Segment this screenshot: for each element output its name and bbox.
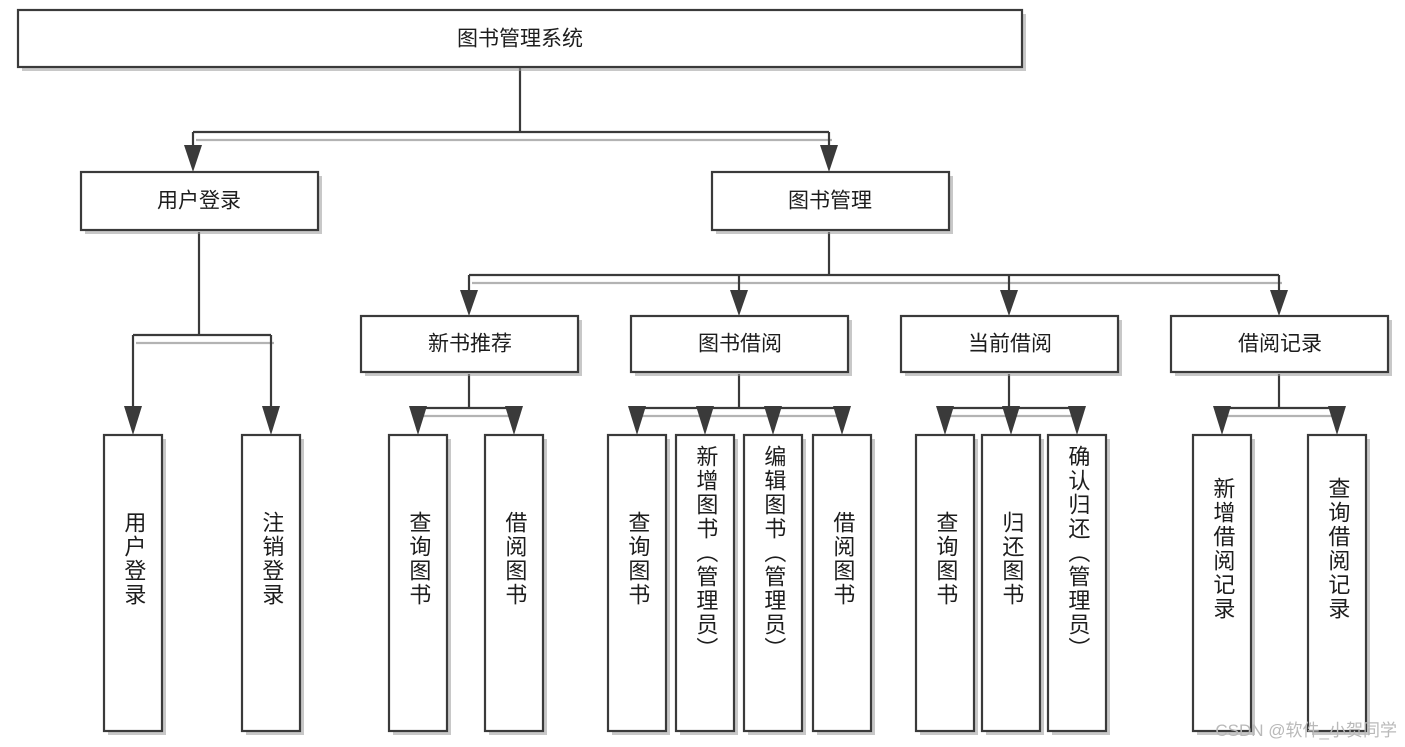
arrow-to-leaf-query-book-1: [409, 406, 427, 435]
node-leaf-return-book[interactable]: [980, 433, 1044, 735]
arrow-to-leaf-borrow-book-1: [505, 406, 523, 435]
arrow-to-current-borrow: [1000, 290, 1018, 316]
node-current-borrow-label: 当前借阅: [968, 333, 1052, 356]
connectors-root-to-level2: [184, 67, 838, 172]
node-book-borrow-label: 图书借阅: [698, 333, 782, 356]
node-leaf-logout[interactable]: [240, 433, 304, 735]
node-leaf-query-record[interactable]: [1306, 433, 1370, 735]
node-root-label: 图书管理系统: [457, 28, 583, 51]
node-current-borrow[interactable]: 当前借阅: [899, 314, 1122, 376]
node-leaf-add-book[interactable]: [674, 433, 738, 735]
node-leaf-add-record[interactable]: [1191, 433, 1255, 735]
arrow-to-book-manage: [820, 145, 838, 172]
leaf-boxes: [102, 433, 1370, 735]
node-leaf-borrow-book-1[interactable]: [483, 433, 547, 735]
node-new-book-rec[interactable]: 新书推荐: [359, 314, 582, 376]
arrow-to-leaf-user-login: [124, 406, 142, 435]
node-book-manage-label: 图书管理: [788, 190, 872, 213]
node-borrow-record[interactable]: 借阅记录: [1169, 314, 1392, 376]
arrow-to-borrow-record: [1270, 290, 1288, 316]
node-leaf-query-book-2[interactable]: [606, 433, 670, 735]
node-user-login-label: 用户登录: [157, 190, 241, 213]
arrow-to-leaf-logout: [262, 406, 280, 435]
arrow-to-leaf-return-book: [1002, 406, 1020, 435]
arrow-to-leaf-query-book-3: [936, 406, 954, 435]
arrow-to-leaf-query-record: [1328, 406, 1346, 435]
connectors-book-manage-to-level3: [460, 232, 1288, 316]
arrow-to-leaf-borrow-book-2: [833, 406, 851, 435]
node-leaf-borrow-book-2[interactable]: [811, 433, 875, 735]
node-book-borrow[interactable]: 图书借阅: [629, 314, 852, 376]
arrow-to-leaf-confirm-return: [1068, 406, 1086, 435]
node-leaf-query-book-1[interactable]: [387, 433, 451, 735]
node-new-book-rec-label: 新书推荐: [428, 333, 512, 356]
arrow-to-user-login: [184, 145, 202, 172]
connectors-user-login-to-leaves: [124, 232, 280, 435]
node-leaf-user-login[interactable]: [102, 433, 166, 735]
node-user-login[interactable]: 用户登录: [79, 170, 322, 234]
node-leaf-query-book-3[interactable]: [914, 433, 978, 735]
connectors-book-borrow-to-leaves: [628, 374, 851, 435]
connectors-current-borrow-to-leaves: [936, 374, 1086, 435]
arrow-to-new-book-rec: [460, 290, 478, 316]
arrow-to-leaf-add-record: [1213, 406, 1231, 435]
csdn-watermark: CSDN @软件_小贺同学: [1215, 721, 1397, 740]
node-root[interactable]: 图书管理系统: [16, 8, 1026, 71]
arrow-to-book-borrow: [730, 290, 748, 316]
node-leaf-confirm-return[interactable]: [1046, 433, 1110, 735]
node-leaf-edit-book[interactable]: [742, 433, 806, 735]
connectors-borrow-record-to-leaves: [1213, 374, 1346, 435]
arrow-to-leaf-edit-book: [764, 406, 782, 435]
arrow-to-leaf-add-book: [696, 406, 714, 435]
node-borrow-record-label: 借阅记录: [1238, 333, 1322, 356]
arrow-to-leaf-query-book-2: [628, 406, 646, 435]
connectors-new-book-rec-to-leaves: [409, 374, 523, 435]
node-book-manage[interactable]: 图书管理: [710, 170, 953, 234]
